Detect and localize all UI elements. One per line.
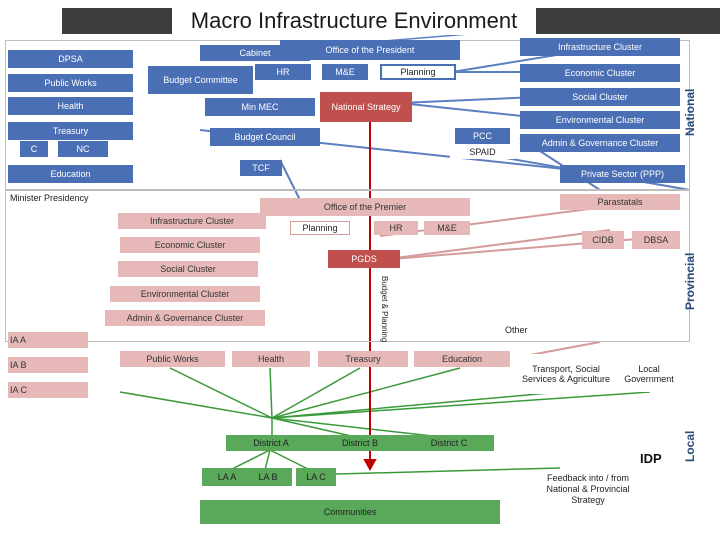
- provincial-label: Provincial: [683, 252, 697, 310]
- education-local: Education: [414, 351, 510, 367]
- spaid: SPAID: [450, 145, 515, 159]
- planning-national: Planning: [380, 64, 456, 80]
- district-b: District B: [316, 435, 404, 451]
- local-government: Local Government: [618, 356, 680, 392]
- transport-social-services-agriculture: Transport, Social Services & Agriculture: [520, 354, 612, 394]
- provincial-region: [5, 190, 690, 342]
- pcc: PCC: [455, 128, 510, 144]
- hr-provincial: HR: [374, 221, 418, 235]
- budget-planning-label: Budget & Planning: [380, 276, 389, 343]
- treasury-local: Treasury: [318, 351, 408, 367]
- office-of-the-premier: Office of the Premier: [260, 198, 470, 216]
- me-provincial: M&E: [424, 221, 470, 235]
- economic-cluster-national: Economic Cluster: [520, 64, 680, 82]
- national-strategy: National Strategy: [320, 92, 412, 122]
- infrastructure-cluster-provincial: Infrastructure Cluster: [118, 213, 266, 229]
- la-a: LA A: [202, 468, 252, 486]
- nc-box: NC: [58, 141, 108, 157]
- ia-b: IA B: [8, 357, 88, 373]
- budget-council: Budget Council: [210, 128, 320, 146]
- social-cluster-national: Social Cluster: [520, 88, 680, 106]
- parastatals: Parastatals: [560, 194, 680, 210]
- la-b: LA B: [244, 468, 292, 486]
- private-sector-ppp: Private Sector (PPP): [560, 165, 685, 183]
- ia-c: IA C: [8, 382, 88, 398]
- admin-governance-cluster-national: Admin & Governance Cluster: [520, 134, 680, 152]
- treasury-national: Treasury: [8, 122, 133, 140]
- la-c: LA C: [296, 468, 336, 486]
- admin-governance-cluster-provincial: Admin & Governance Cluster: [105, 310, 265, 326]
- c-box: C: [20, 141, 48, 157]
- min-mec: Min MEC: [205, 98, 315, 116]
- planning-provincial: Planning: [290, 221, 350, 235]
- ia-a: IA A: [8, 332, 88, 348]
- idp-label: IDP: [640, 451, 662, 466]
- other-label: Other: [505, 325, 528, 335]
- dbsa: DBSA: [632, 231, 680, 249]
- social-cluster-provincial: Social Cluster: [118, 261, 258, 277]
- environmental-cluster-provincial: Environmental Cluster: [110, 286, 260, 302]
- tcf: TCF: [240, 160, 282, 176]
- cabinet: Cabinet: [200, 45, 310, 61]
- health-local: Health: [232, 351, 310, 367]
- health-national: Health: [8, 97, 133, 115]
- budget-committee: Budget Committee: [148, 66, 253, 94]
- communities: Communities: [200, 500, 500, 524]
- district-c: District C: [404, 435, 494, 451]
- cidb: CIDB: [582, 231, 624, 249]
- public-works-local: Public Works: [120, 351, 225, 367]
- national-label: National: [683, 88, 697, 136]
- district-a: District A: [226, 435, 316, 451]
- economic-cluster-provincial: Economic Cluster: [120, 237, 260, 253]
- office-of-the-president: Office of the President: [280, 40, 460, 60]
- education-national: Education: [8, 165, 133, 183]
- me-national: M&E: [322, 64, 368, 80]
- hr-national: HR: [255, 64, 311, 80]
- feedback-note: Feedback into / from National & Provinci…: [546, 473, 630, 505]
- pgds: PGDS: [328, 250, 400, 268]
- dpsa: DPSA: [8, 50, 133, 68]
- page-title: Macro Infrastructure Environment: [172, 7, 536, 35]
- local-label: Local: [683, 430, 697, 462]
- minister-presidency: Minister Presidency: [10, 193, 89, 203]
- public-works-national: Public Works: [8, 74, 133, 92]
- infrastructure-cluster-national: Infrastructure Cluster: [520, 38, 680, 56]
- environmental-cluster-national: Environmental Cluster: [520, 111, 680, 129]
